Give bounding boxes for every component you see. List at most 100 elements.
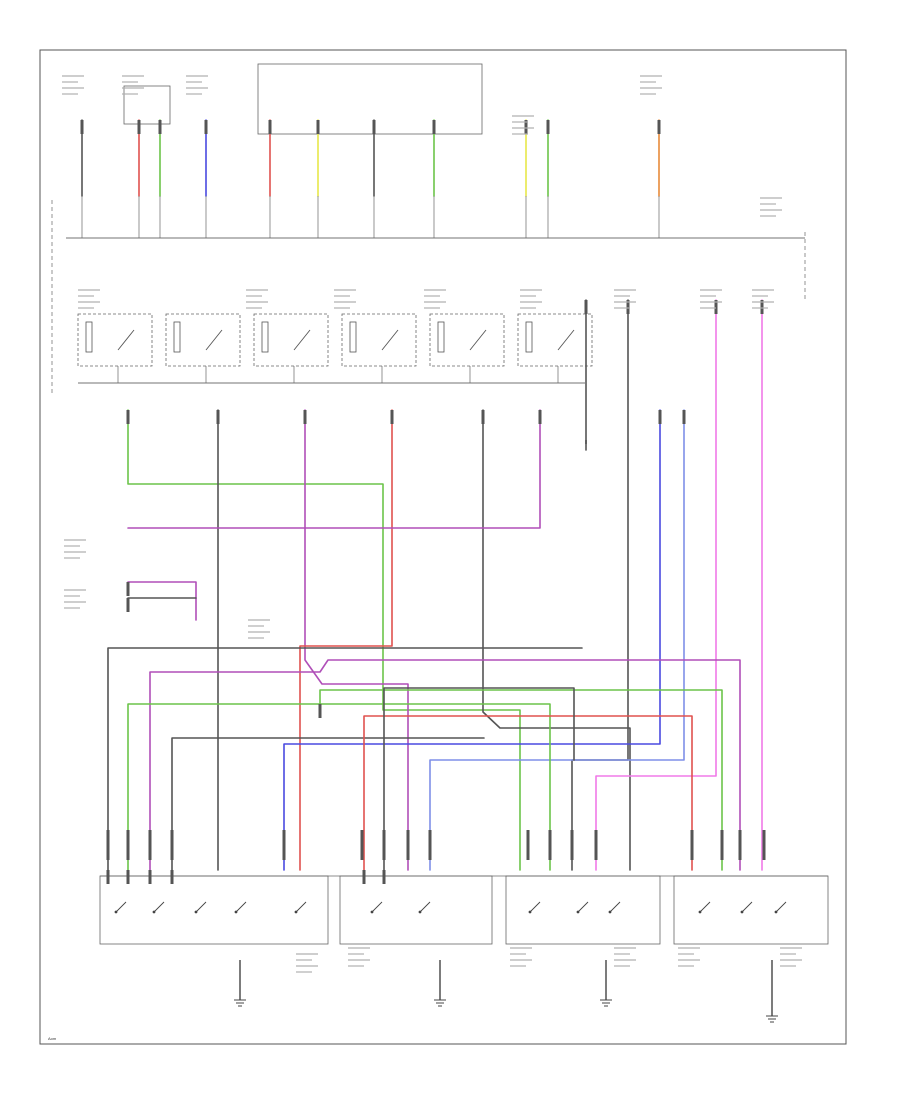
riser-green [127, 409, 521, 871]
switch-pivot-1 [152, 910, 156, 914]
riser-magenta-2-connector [760, 300, 764, 314]
module-pin-7 [406, 830, 410, 860]
label-layer [62, 75, 802, 973]
harness-red-a [363, 715, 693, 871]
switch-pivot-3 [234, 910, 238, 914]
relay-2 [253, 313, 329, 383]
label-block-18 [348, 947, 370, 967]
module-pin-8 [428, 830, 432, 860]
ground-icon [600, 999, 612, 1007]
switch-contact-icon [205, 329, 223, 351]
riser-blue-1-connector [658, 410, 662, 424]
label-block-7 [246, 289, 268, 309]
switch-contact-icon [293, 329, 311, 351]
label-block-5 [760, 197, 782, 217]
label-block-21 [678, 947, 700, 967]
riser-magenta-1-connector [714, 300, 718, 314]
switch-pivot-2 [194, 910, 198, 914]
label-block-12 [700, 289, 722, 309]
riser-blue-2 [429, 409, 685, 871]
harness-green-a [127, 703, 551, 871]
relay-5 [517, 313, 593, 383]
relay-box [123, 85, 171, 125]
switch-pivot-12 [774, 910, 778, 914]
switch-pivot-10 [698, 910, 702, 914]
label-block-19 [510, 947, 532, 967]
switch-contact-icon [469, 329, 487, 351]
riser-red-1-connector [390, 410, 394, 424]
feed-1-connector [80, 120, 84, 134]
harness-black-a [107, 647, 583, 871]
feed-5-connector [268, 120, 272, 134]
switch-contact-icon [577, 901, 589, 913]
harness-green-b [319, 689, 723, 871]
switch-contact-icon [419, 901, 431, 913]
riser-black-4 [571, 299, 629, 871]
right-rear-module-box [673, 875, 829, 945]
passenger-door-module-box [339, 875, 493, 945]
module-pin-0 [106, 830, 110, 860]
riser-purple-2 [127, 409, 541, 529]
riser-red-1 [299, 409, 393, 871]
harness-purple-b [127, 581, 197, 621]
switch-contact-icon [235, 901, 247, 913]
switch-contact-icon [529, 901, 541, 913]
driver-door-module-box [99, 875, 329, 945]
relay-coil-icon [525, 321, 533, 353]
label-block-6 [78, 289, 100, 309]
relay-4 [429, 313, 505, 383]
label-block-11 [614, 289, 636, 309]
riser-black-3-connector [584, 300, 588, 314]
relay-2-body [253, 313, 329, 367]
riser-black-2 [482, 409, 631, 871]
switch-contact-icon [117, 329, 135, 351]
module-pin-14 [720, 830, 724, 860]
switch-pivot-0 [114, 910, 118, 914]
label-block-3 [512, 115, 534, 135]
riser-green-connector [126, 410, 130, 424]
switch-contact-icon [775, 901, 787, 913]
relay-row [77, 313, 593, 383]
harness-purple-b-connector [126, 582, 130, 596]
switch-pivot-11 [740, 910, 744, 914]
feed-3-connector [158, 120, 162, 134]
switch-layer [114, 901, 787, 914]
left-rear-module-box [505, 875, 661, 945]
module-pin-1 [126, 830, 130, 860]
switch-pivot-6 [418, 910, 422, 914]
module-pin-5 [360, 830, 364, 860]
harness-green-b-connector [318, 704, 322, 718]
feed-2-connector [137, 120, 141, 134]
feed-4-connector [204, 120, 208, 134]
label-block-9 [424, 289, 446, 309]
harness-red-a-connector [362, 870, 366, 884]
feed-7-connector [372, 120, 376, 134]
relay-3 [341, 313, 417, 383]
switch-contact-icon [295, 901, 307, 913]
relay-3-body [341, 313, 417, 367]
label-block-0 [62, 75, 84, 95]
switch-pivot-5 [370, 910, 374, 914]
switch-pivot-8 [576, 910, 580, 914]
harness-black-a-connector [106, 870, 110, 884]
ground-icon [234, 999, 246, 1007]
harness-black-b [171, 737, 485, 871]
switch-pivot-7 [528, 910, 532, 914]
label-block-15 [64, 589, 86, 609]
footer-code: Aom [48, 1036, 57, 1041]
relay-coil-icon [349, 321, 357, 353]
switch-contact-icon [371, 901, 383, 913]
relay-0 [77, 313, 153, 383]
feed-8-connector [432, 120, 436, 134]
harness-black-c-connector [382, 870, 386, 884]
module-pin-12 [594, 830, 598, 860]
relay-coil-icon [85, 321, 93, 353]
module-pin-15 [738, 830, 742, 860]
relay-coil-icon [261, 321, 269, 353]
label-block-16 [248, 619, 270, 639]
diagram-structure [51, 63, 829, 945]
harness-black-b-connector [170, 870, 174, 884]
riser-purple-1 [304, 409, 409, 871]
feed-10-connector [546, 120, 550, 134]
module-pin-6 [382, 830, 386, 860]
